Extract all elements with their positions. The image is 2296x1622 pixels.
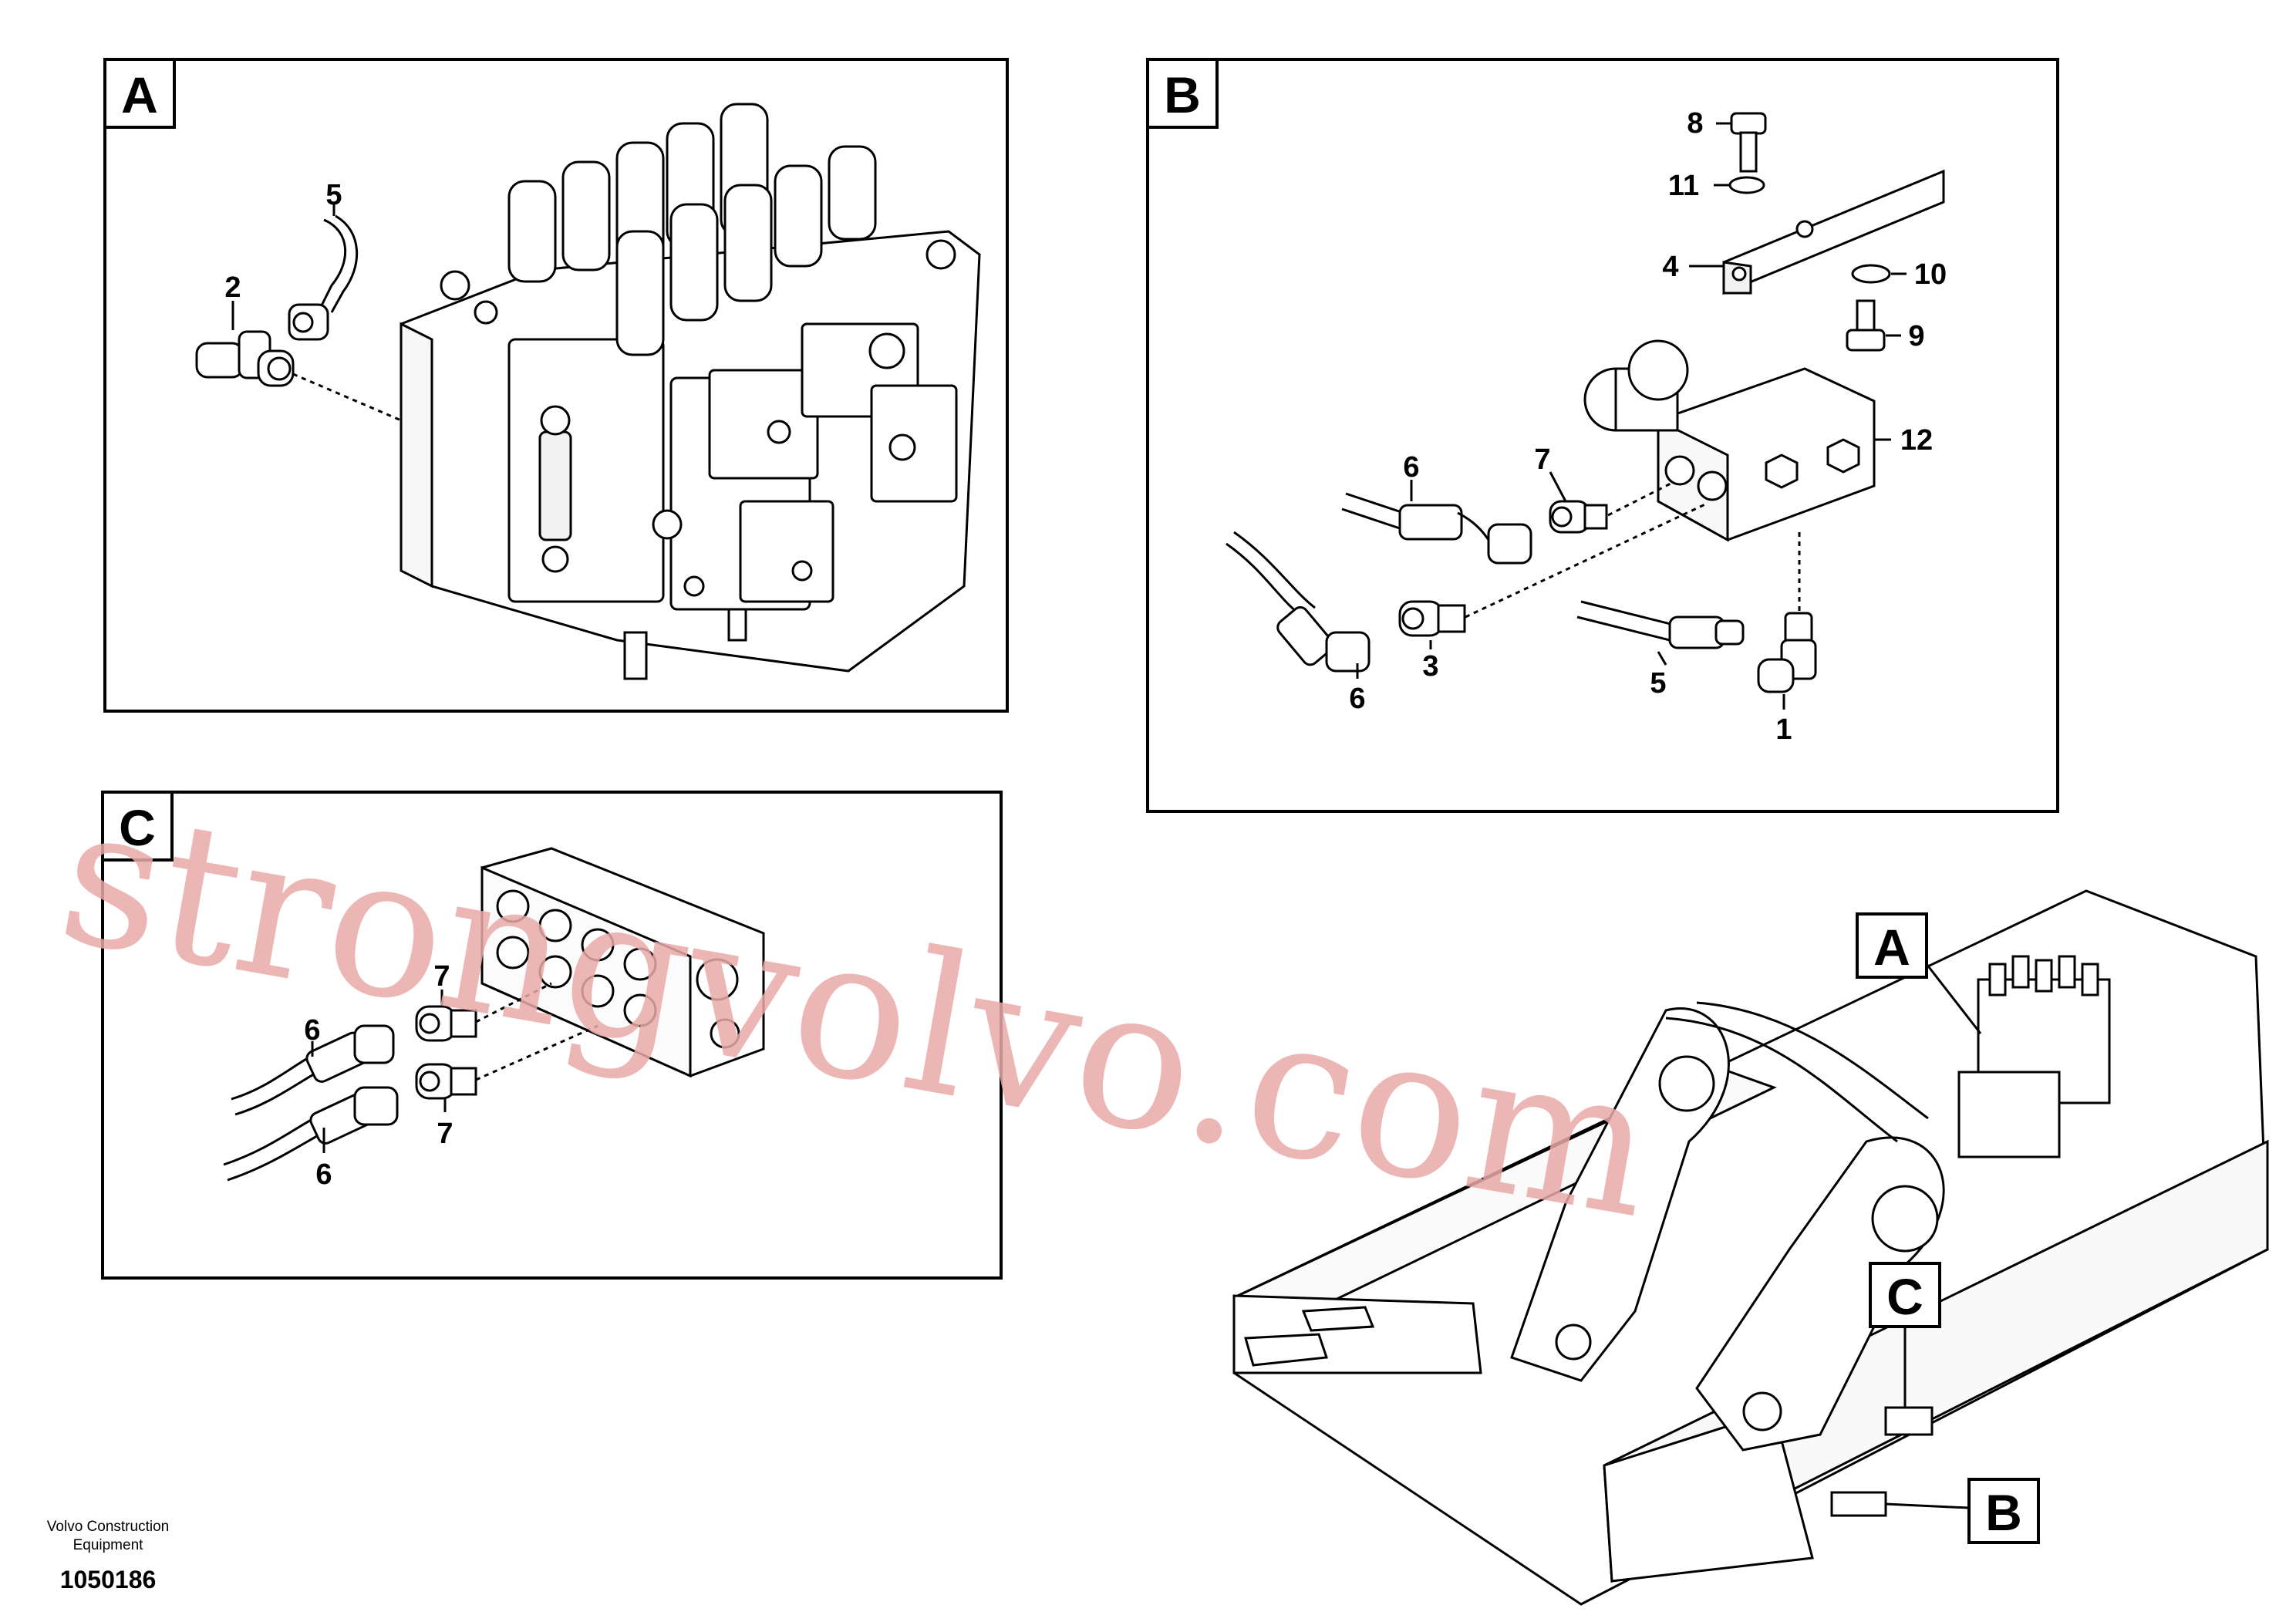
drawing-number: 1050186	[59, 1566, 157, 1593]
callout-b: B	[1885, 1478, 2040, 1544]
label-9: 9	[1908, 320, 1924, 352]
elbow-1-drawing	[1757, 612, 1817, 693]
overview-frame-drawing	[1232, 889, 2269, 1606]
label-6-upper: 6	[1403, 451, 1419, 484]
label-10: 10	[1914, 258, 1947, 291]
company-line-2: Equipment	[72, 1537, 143, 1553]
leader-2-to-valve	[292, 373, 402, 422]
label-3: 3	[1422, 650, 1438, 683]
label-7: 7	[1534, 443, 1550, 476]
hose-5-b-drawing	[1576, 600, 1745, 649]
label-1: 1	[1775, 713, 1792, 746]
label-8: 8	[1687, 107, 1703, 140]
watermark: strongvolvo.com	[46, 761, 1670, 1262]
dash-7-to-block	[1607, 481, 1674, 517]
fitting-2-drawing	[195, 330, 295, 387]
washer-10-drawing	[1851, 264, 1891, 284]
hoses-6-c-drawing	[223, 1024, 399, 1182]
hose-6-upper-drawing	[1341, 492, 1532, 565]
callout-a: A	[1856, 912, 1982, 1034]
label-5: 5	[325, 179, 342, 211]
footer: Volvo Construction Equipment 1050186	[31, 1518, 185, 1594]
label-6-lower: 6	[1349, 683, 1365, 715]
panel-c-letter: C	[119, 799, 156, 856]
panel-b-tag	[1146, 58, 1219, 129]
control-valve-drawing	[400, 103, 981, 680]
manifold-block-drawing	[480, 847, 765, 1078]
svg-text:C: C	[1886, 1268, 1923, 1325]
fitting-3-drawing	[1398, 600, 1466, 637]
washer-11-drawing	[1728, 176, 1765, 194]
panel-a-frame	[103, 58, 1009, 713]
panel-a-tag	[103, 58, 176, 129]
dash-7b	[475, 1024, 598, 1081]
fitting-7-drawing	[1549, 500, 1608, 534]
panel-c-frame	[101, 791, 1003, 1280]
panel-c-tag	[101, 791, 174, 862]
company-line-1: Volvo Construction	[46, 1519, 170, 1535]
valve-block-12-drawing	[1583, 339, 1876, 542]
panel-a-letter: A	[121, 66, 158, 123]
fitting-7-c-drawing	[415, 1005, 477, 1100]
label-4: 4	[1662, 251, 1678, 283]
panel-b: B	[1146, 58, 2059, 813]
hose-5-drawing	[288, 214, 359, 341]
svg-text:A: A	[1873, 919, 1910, 976]
callout-c: C	[1869, 1262, 1941, 1408]
label-7-lower: 7	[437, 1118, 453, 1150]
panel-a: A	[103, 58, 1009, 713]
label-12: 12	[1900, 424, 1933, 457]
panel-c: C	[101, 791, 1003, 1280]
hose-6-lower-drawing	[1226, 531, 1371, 673]
bolt-8-drawing	[1730, 112, 1767, 173]
panel-b-letter: B	[1164, 66, 1201, 123]
label-5-b: 5	[1650, 667, 1666, 700]
label-6-upper-c: 6	[304, 1014, 320, 1047]
dash-3-to-block	[1465, 501, 1709, 619]
label-6-lower-c: 6	[315, 1158, 332, 1191]
bolt-9-drawing	[1846, 299, 1886, 352]
svg-text:B: B	[1985, 1484, 2022, 1541]
label-7-upper: 7	[433, 960, 450, 993]
label-11: 11	[1668, 170, 1699, 202]
panel-b-frame	[1146, 58, 2059, 813]
label-2: 2	[224, 271, 241, 304]
